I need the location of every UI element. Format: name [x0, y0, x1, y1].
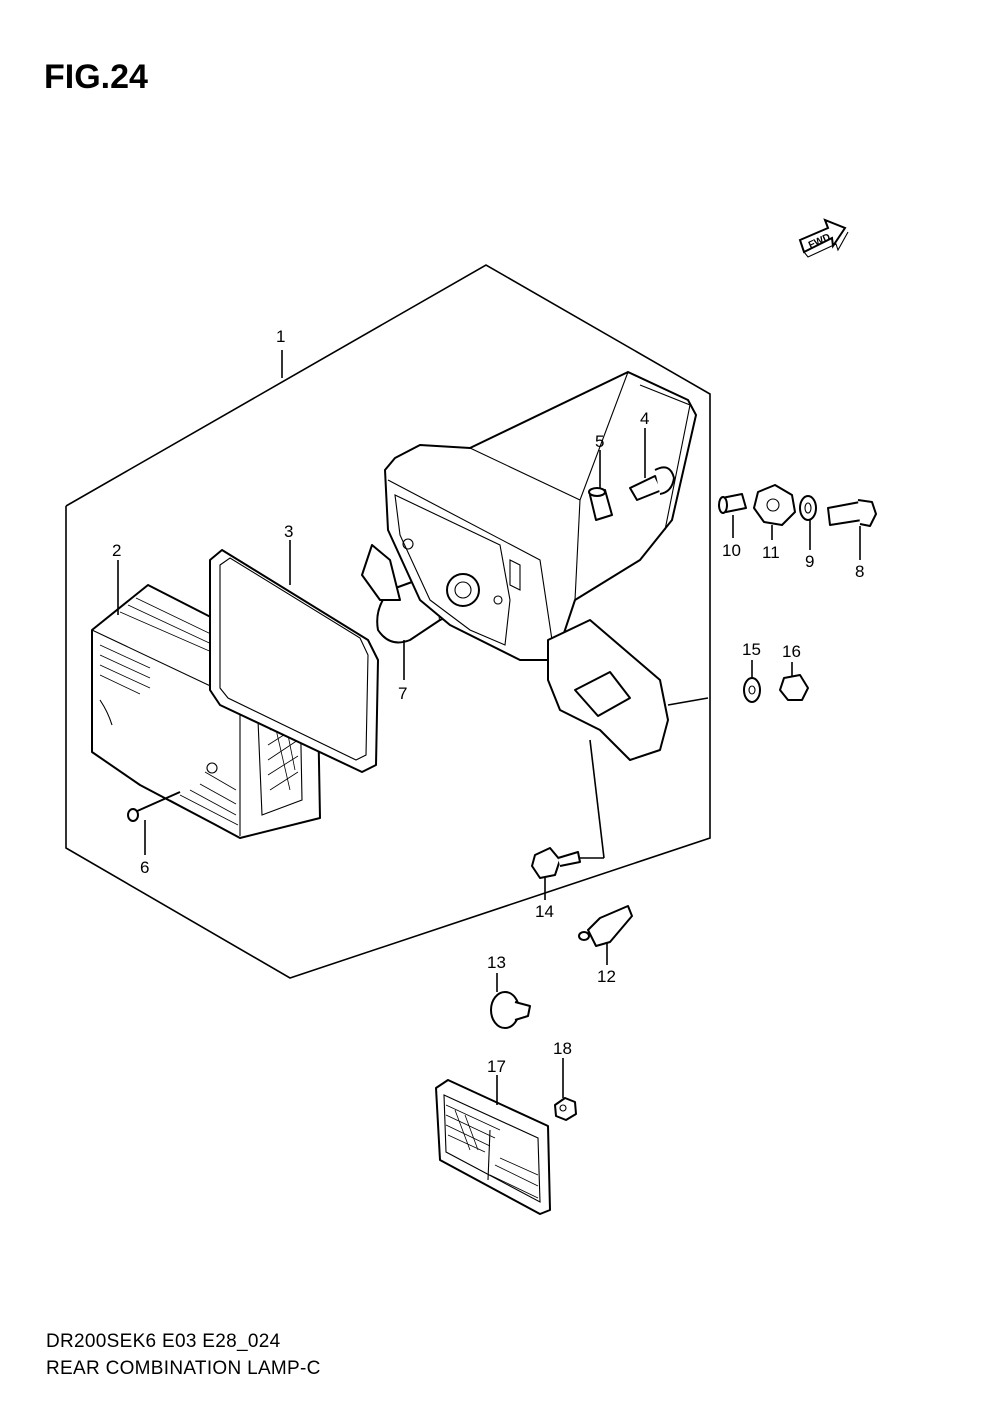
callout-12: 12 — [597, 967, 616, 986]
bolt-part — [827, 499, 877, 527]
diagram-code: DR200SEK6 E03 E28_024 — [46, 1331, 281, 1352]
fwd-arrow-icon: FWD — [798, 218, 849, 258]
callout-1: 1 — [276, 327, 285, 346]
screw-part — [127, 791, 181, 822]
callout-11: 11 — [762, 543, 780, 562]
callout-15: 15 — [742, 640, 761, 659]
spacer-part — [588, 487, 613, 521]
gasket-part — [209, 549, 379, 773]
callout-9: 9 — [805, 552, 814, 571]
callout-10: 10 — [722, 541, 741, 560]
callout-6: 6 — [140, 858, 149, 877]
callout-7: 7 — [398, 684, 407, 703]
washer-small-part — [743, 677, 761, 703]
callout-16: 16 — [782, 642, 801, 661]
stud-bolt-part — [629, 466, 675, 501]
callout-13: 13 — [487, 953, 506, 972]
callout-8: 8 — [855, 562, 864, 581]
bracket-part — [547, 619, 709, 859]
screw-14-part — [531, 847, 581, 879]
nut-part — [779, 674, 809, 701]
callout-5: 5 — [595, 432, 604, 451]
callout-2: 2 — [112, 541, 121, 560]
cushion-part — [490, 991, 531, 1029]
assembly-boundary — [65, 264, 711, 979]
nut-18-part — [554, 1097, 577, 1121]
damper-part — [753, 484, 796, 526]
collar-part — [718, 493, 747, 514]
diagram-title: REAR COMBINATION LAMP-C — [46, 1358, 321, 1379]
grommet-part — [578, 905, 633, 947]
callout-4: 4 — [640, 409, 649, 428]
lamp-housing-part — [361, 371, 697, 661]
callout-18: 18 — [553, 1039, 572, 1058]
washer-part — [799, 495, 817, 521]
callout-3: 3 — [284, 522, 293, 541]
reflector-part — [435, 1079, 551, 1215]
figure-title: FIG.24 — [44, 58, 148, 96]
callout-14: 14 — [535, 902, 554, 921]
callout-17: 17 — [487, 1057, 506, 1076]
